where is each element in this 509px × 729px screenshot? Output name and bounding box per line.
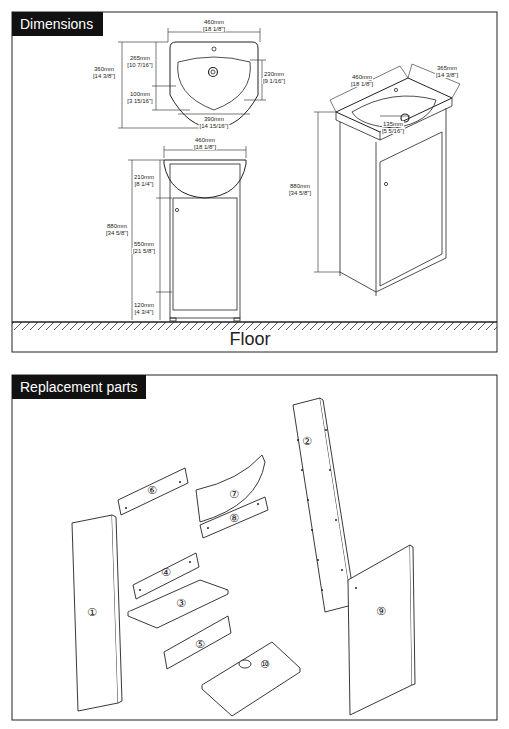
- screw-hole: [301, 469, 303, 471]
- callout-number: ②: [301, 436, 313, 447]
- dimension-label: [34 5/8"]: [288, 190, 312, 196]
- dimension-label: 210mm: [133, 174, 155, 180]
- floor-hatch: [12, 322, 497, 330]
- cabinet-front-view: [164, 160, 246, 321]
- sink-top-view: [170, 42, 258, 128]
- dimension-label: [8 1/4"]: [134, 181, 155, 187]
- callout-number: ⑨: [375, 606, 387, 617]
- dimension-label: [10 7/16"]: [126, 62, 153, 68]
- screw-hole: [355, 587, 357, 589]
- dimension-label: 120mm: [133, 302, 155, 308]
- dimension-label: 365mm: [436, 65, 458, 71]
- callout-number: ⑤: [194, 639, 206, 650]
- dimension-label: 265mm: [129, 55, 151, 61]
- screw-hole: [257, 503, 259, 505]
- screw-hole: [341, 569, 343, 571]
- callout-number: ③: [175, 598, 187, 609]
- dimension-label: 550mm: [133, 241, 155, 247]
- screw-hole: [297, 439, 299, 441]
- dimension-label: 135mm: [382, 121, 404, 127]
- screw-hole: [335, 519, 337, 521]
- dimension-label: [4 3/4"]: [134, 309, 155, 315]
- screw-hole: [139, 589, 141, 591]
- screw-hole: [307, 499, 309, 501]
- floor-label: Floor: [228, 330, 271, 348]
- dimension-label: [5 5/16"]: [381, 128, 405, 134]
- dimension-label: [14 3/8"]: [92, 73, 116, 79]
- dimension-lines: [118, 28, 460, 320]
- screw-hole: [125, 507, 127, 509]
- screw-hole: [189, 561, 191, 563]
- screw-hole: [179, 481, 181, 483]
- dimension-label: 460mm: [203, 19, 225, 25]
- panel-frame: [12, 375, 497, 720]
- dimension-label: [9 1/16"]: [262, 78, 286, 84]
- callout-number: ⑦: [228, 489, 240, 500]
- dimension-label: [34 5/8"]: [105, 230, 129, 236]
- panel-frame: [12, 12, 497, 352]
- callout-number: ⑩: [259, 659, 271, 670]
- floor-line: [12, 321, 497, 323]
- callout-number: ④: [160, 567, 172, 578]
- part-holes: [125, 429, 357, 591]
- dimension-label: 880mm: [289, 183, 311, 189]
- dimension-label: [21 5/8"]: [132, 248, 156, 254]
- callout-number: ⑥: [146, 485, 158, 496]
- dimension-label: [14 15/16"]: [199, 123, 230, 129]
- parts: [72, 398, 415, 716]
- dimension-label: [3 15/16"]: [126, 98, 153, 104]
- header-tab: Dimensions: [12, 12, 103, 36]
- dimension-label: 390mm: [203, 116, 225, 122]
- screw-hole: [311, 529, 313, 531]
- screw-hole: [207, 527, 209, 529]
- header-tab: Replacement parts: [12, 375, 146, 399]
- dimension-label: 230mm: [263, 71, 285, 77]
- dimension-label: [18 1/8"]: [193, 144, 217, 150]
- dimension-label: 460mm: [194, 137, 216, 143]
- callout-number: ⑧: [228, 513, 240, 524]
- dimension-label: 880mm: [106, 223, 128, 229]
- screw-hole: [325, 429, 327, 431]
- header-text: Replacement parts: [20, 380, 138, 394]
- screw-hole: [321, 589, 323, 591]
- dimension-label: 100mm: [129, 91, 151, 97]
- screw-hole: [317, 559, 319, 561]
- dimension-label: [14 3/8"]: [435, 72, 459, 78]
- callout-number: ①: [86, 607, 98, 618]
- screw-hole: [329, 469, 331, 471]
- header-text: Dimensions: [20, 17, 95, 31]
- dimension-label: 460mm: [351, 74, 373, 80]
- cabinet-iso-view: [336, 78, 452, 296]
- dimension-label: [18 1/8"]: [202, 26, 226, 32]
- dimension-label: 360mm: [93, 66, 115, 72]
- dimension-label: [18 1/8"]: [350, 81, 374, 87]
